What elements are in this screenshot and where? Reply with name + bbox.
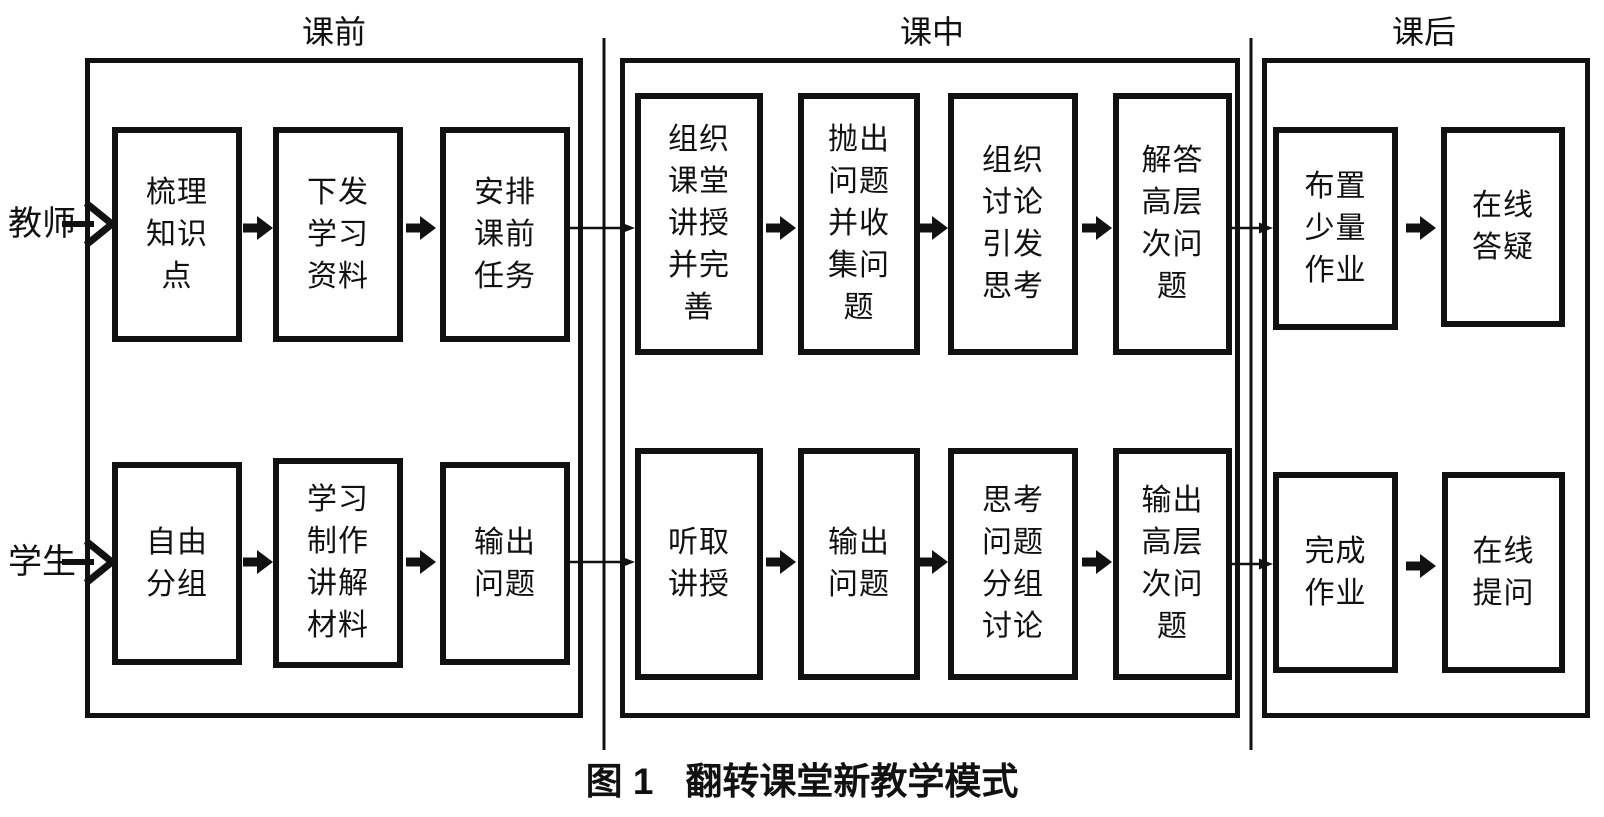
phase-header-after-class: 课后 (1391, 13, 1457, 51)
flow-box-listen-lecture: 听取 讲授 (635, 448, 763, 680)
section-frame-during-class (620, 58, 1240, 718)
block-arrow-icon (406, 216, 436, 240)
student-connector-during-to-after (1230, 558, 1273, 570)
flow-box-answer-higher-questions: 解答 高层 次问 题 (1113, 93, 1232, 355)
flow-box-output-questions-inclass: 输出 问题 (798, 448, 920, 680)
flow-box-distribute-materials: 下发 学习 资料 (273, 127, 403, 342)
flow-box-label: 下发 学习 资料 (307, 174, 369, 294)
row-label-teacher: 教师 (8, 204, 76, 244)
block-arrow-icon (243, 550, 273, 574)
flow-box-online-answering: 在线 答疑 (1441, 127, 1565, 327)
phase-header-during-class: 课中 (899, 13, 965, 51)
section-frame-after-class (1262, 58, 1590, 718)
flow-box-free-grouping: 自由 分组 (112, 462, 242, 665)
block-arrow-icon (1082, 216, 1112, 240)
flow-box-label: 思考 问题 分组 讨论 (982, 483, 1044, 644)
flow-box-finish-homework: 完成 作业 (1273, 472, 1398, 673)
flow-box-label: 布置 少量 作业 (1304, 168, 1367, 288)
flow-box-label: 学习 制作 讲解 材料 (307, 482, 369, 643)
flow-box-label: 输出 问题 (828, 525, 890, 602)
block-arrow-icon (1406, 554, 1436, 578)
connector-arrowhead-icon (621, 556, 635, 568)
block-arrow-icon (918, 550, 948, 574)
phase-header-before-class: 课前 (301, 13, 367, 51)
flow-box-label: 组织 课堂 讲授 并完 善 (668, 122, 730, 325)
flow-box-label: 自由 分组 (146, 524, 208, 602)
block-arrow-icon (1082, 550, 1112, 574)
flow-box-assign-preclass-tasks: 安排 课前 任务 (440, 127, 570, 342)
block-arrow-icon (406, 550, 436, 574)
flow-box-label: 抛出 问题 并收 集问 题 (828, 122, 890, 325)
flow-box-label: 听取 讲授 (668, 525, 730, 602)
flow-box-label: 输出 问题 (474, 524, 536, 602)
student-connector-before-to-during (568, 556, 635, 568)
block-arrow-icon (766, 550, 796, 574)
flow-box-organize-lecture: 组织 课堂 讲授 并完 善 (635, 93, 763, 355)
flow-box-label: 在线 答疑 (1472, 188, 1534, 265)
connector-arrowhead-icon (621, 222, 635, 234)
flow-box-learn-make-materials: 学习 制作 讲解 材料 (273, 458, 403, 668)
teacher-connector-during-to-after (1230, 222, 1273, 234)
flow-box-label: 完成 作业 (1304, 533, 1367, 611)
flow-box-label: 组织 讨论 引发 思考 (982, 143, 1044, 304)
figure-caption-number: 图 1 (585, 761, 654, 802)
section-frame-before-class (85, 58, 583, 718)
connector-arrowhead-icon (1259, 558, 1273, 570)
flow-box-label: 安排 课前 任务 (474, 174, 536, 294)
flow-box-output-higher-questions: 输出 高层 次问 题 (1113, 448, 1232, 680)
flow-box-assign-homework: 布置 少量 作业 (1273, 127, 1398, 330)
figure-caption: 图 1 翻转课堂新教学模式 (586, 760, 1019, 804)
flow-box-label: 在线 提问 (1472, 533, 1535, 611)
block-arrow-icon (918, 216, 948, 240)
connector-arrowhead-icon (1259, 222, 1273, 234)
teacher-connector-before-to-during (568, 222, 635, 234)
row-label-student: 学生 (8, 542, 76, 582)
block-arrow-icon (1406, 216, 1436, 240)
flow-box-online-questioning: 在线 提问 (1442, 472, 1565, 673)
flow-box-label: 输出 高层 次问 题 (1141, 483, 1204, 644)
block-arrow-icon (243, 216, 273, 240)
flow-box-output-questions-preclass: 输出 问题 (440, 462, 570, 665)
flow-box-organize-discussion: 组织 讨论 引发 思考 (948, 93, 1078, 355)
flow-box-label: 梳理 知识 点 (146, 174, 208, 294)
figure-caption-title: 翻转课堂新教学模式 (685, 761, 1019, 802)
flow-box-think-group-discussion: 思考 问题 分组 讨论 (948, 448, 1078, 680)
flow-box-label: 解答 高层 次问 题 (1141, 143, 1204, 304)
flow-box-sort-knowledge-points: 梳理 知识 点 (112, 127, 242, 342)
block-arrow-icon (766, 216, 796, 240)
flow-box-raise-collect-questions: 抛出 问题 并收 集问 题 (798, 93, 920, 355)
